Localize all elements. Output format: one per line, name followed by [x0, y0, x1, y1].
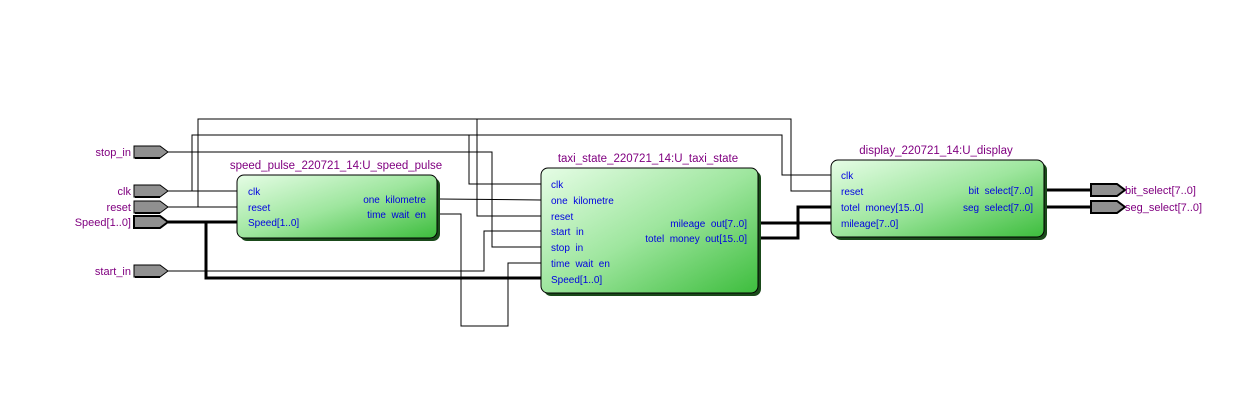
- block-speed-pulse[interactable]: speed_pulse_220721_14:U_speed_pulse clk …: [230, 160, 442, 241]
- pin-speed-pulse-speed: Speed[1..0]: [248, 218, 299, 229]
- port-label-clk: clk: [118, 186, 132, 198]
- wire-totel-money[interactable]: [760, 205, 831, 240]
- input-port-speed[interactable]: Speed[1..0]: [75, 215, 170, 229]
- pin-display-bit-select: bit select[7..0]: [969, 186, 1034, 197]
- output-port-bit-select[interactable]: bit_select[7..0]: [1090, 183, 1196, 197]
- pin-speed-pulse-reset: reset: [248, 203, 270, 214]
- wire-start-in[interactable]: [168, 230, 541, 272]
- wire-reset-taxi[interactable]: [476, 119, 541, 217]
- pin-speed-pulse-one-kilometre: one kilometre: [363, 195, 426, 206]
- port-label-speed: Speed[1..0]: [75, 217, 131, 229]
- pin-taxi-one-kilometre: one kilometre: [551, 196, 614, 207]
- pin-speed-pulse-clk: clk: [248, 187, 261, 198]
- port-label-seg-select: seg_select[7..0]: [1125, 202, 1202, 214]
- pin-taxi-clk: clk: [551, 180, 564, 191]
- pin-speed-pulse-time-wait-en: time wait en: [367, 210, 426, 221]
- wire-clk-taxi[interactable]: [468, 135, 541, 185]
- pin-display-mileage: mileage[7..0]: [841, 219, 898, 230]
- wire-clk-trunk[interactable]: [191, 134, 831, 191]
- port-label-bit-select: bit_select[7..0]: [1125, 185, 1196, 197]
- pin-taxi-time-wait-en: time wait en: [551, 259, 610, 270]
- port-label-start-in: start_in: [95, 266, 131, 278]
- block-title-speed-pulse: speed_pulse_220721_14:U_speed_pulse: [230, 160, 442, 172]
- input-port-reset[interactable]: reset: [107, 200, 169, 214]
- pin-taxi-stop-in: stop in: [551, 243, 583, 254]
- input-port-clk[interactable]: clk: [118, 184, 169, 198]
- port-label-reset: reset: [107, 202, 131, 214]
- wire-one-kilometre[interactable]: [438, 198, 542, 201]
- wire-speed-taxi[interactable]: [204, 222, 541, 280]
- block-display[interactable]: display_220721_14:U_display clk reset to…: [830, 145, 1047, 240]
- output-port-seg-select[interactable]: seg_select[7..0]: [1090, 200, 1202, 214]
- block-title-taxi-state: taxi_state_220721_14:U_taxi_state: [558, 153, 738, 165]
- port-label-stop-in: stop_in: [96, 147, 131, 159]
- pin-display-reset: reset: [841, 187, 863, 198]
- wires: [168, 118, 1091, 327]
- wire-reset-trunk[interactable]: [197, 118, 831, 207]
- pin-taxi-start-in: start in: [551, 227, 584, 238]
- pin-display-seg-select: seg select[7..0]: [963, 203, 1033, 214]
- pin-taxi-reset: reset: [551, 212, 573, 223]
- input-port-stop-in[interactable]: stop_in: [96, 145, 169, 159]
- pin-taxi-totel-money-out: totel money out[15..0]: [645, 234, 747, 245]
- input-port-start-in[interactable]: start_in: [95, 264, 169, 278]
- pin-taxi-speed: Speed[1..0]: [551, 275, 602, 286]
- pin-display-totel-money: totel money[15..0]: [841, 203, 923, 214]
- wire-time-wait-en[interactable]: [439, 213, 541, 327]
- block-taxi-state[interactable]: taxi_state_220721_14:U_taxi_state clk on…: [540, 153, 761, 296]
- pin-taxi-mileage-out: mileage out[7..0]: [670, 219, 747, 230]
- block-title-display: display_220721_14:U_display: [859, 145, 1013, 157]
- pin-display-clk: clk: [841, 171, 854, 182]
